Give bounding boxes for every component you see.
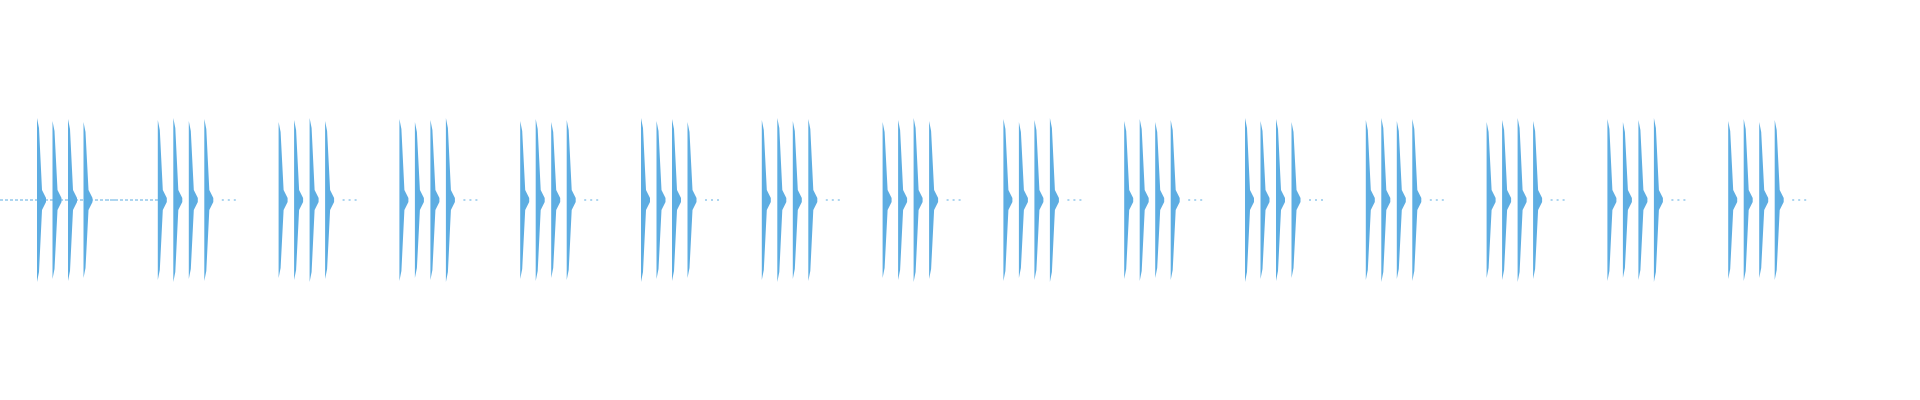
burst-pulse: [278, 122, 288, 278]
burst-pulse: [1003, 119, 1013, 281]
burst-group: [641, 118, 721, 282]
burst-pulse: [1638, 120, 1648, 280]
burst-group: [1365, 118, 1446, 282]
burst-pulse: [1365, 120, 1375, 280]
burst-pulse: [1245, 118, 1254, 282]
burst-pulse: [157, 120, 167, 280]
burst-pulse: [672, 119, 681, 281]
burst-pulse: [535, 119, 545, 281]
burst-pulse: [430, 120, 440, 280]
burst-pulse: [656, 121, 666, 279]
burst-pulse: [566, 120, 576, 280]
burst-pulse: [1018, 122, 1028, 278]
burst-pulse: [414, 122, 424, 278]
burst-pulse: [1607, 119, 1617, 281]
burst-pulse: [445, 118, 455, 282]
waveform-bursts: [37, 118, 1809, 282]
burst-pulse: [641, 118, 650, 282]
burst-pulse: [1774, 120, 1784, 280]
burst-pulse: [188, 121, 198, 279]
burst-pulse: [83, 122, 93, 278]
burst-group: [399, 118, 480, 282]
burst-pulse: [1034, 120, 1044, 280]
burst-pulse: [551, 122, 561, 278]
burst-pulse: [1396, 121, 1406, 279]
burst-pulse: [325, 121, 335, 279]
burst-pulse: [1622, 122, 1632, 278]
burst-pulse: [761, 120, 771, 280]
burst-pulse: [1502, 120, 1512, 280]
burst-group: [1486, 118, 1567, 282]
burst-pulse: [1049, 118, 1059, 282]
burst-pulse: [882, 122, 892, 278]
burst-pulse: [1276, 119, 1285, 281]
burst-pulse: [1486, 122, 1496, 278]
burst-pulse: [309, 118, 319, 282]
burst-group: [157, 118, 238, 282]
burst-pulse: [204, 119, 214, 281]
burst-pulse: [68, 119, 77, 281]
burst-pulse: [37, 118, 46, 282]
burst-pulse: [1170, 120, 1180, 280]
burst-pulse: [294, 120, 304, 280]
burst-pulse: [1517, 118, 1527, 282]
burst-group: [278, 118, 359, 282]
burst-pulse: [1260, 121, 1270, 279]
burst-pulse: [929, 121, 939, 279]
burst-pulse: [687, 122, 697, 278]
burst-group: [37, 118, 117, 282]
burst-pulse: [520, 121, 530, 279]
burst-pulse: [1533, 121, 1543, 279]
burst-group: [1245, 118, 1325, 282]
burst-group: [1124, 119, 1205, 281]
burst-pulse: [1728, 121, 1738, 279]
burst-group: [1607, 118, 1688, 282]
burst-pulse: [399, 119, 409, 281]
burst-group: [761, 118, 842, 282]
burst-pulse: [1139, 119, 1149, 281]
burst-pulse: [808, 119, 818, 281]
burst-pulse: [1155, 122, 1165, 278]
burst-pulse: [173, 118, 183, 282]
burst-pulse: [777, 118, 787, 282]
burst-group: [520, 119, 601, 281]
burst-pulse: [1381, 118, 1391, 282]
burst-pulse: [1412, 119, 1422, 281]
burst-pulse: [1653, 118, 1663, 282]
burst-pulse: [1759, 122, 1769, 278]
burst-group: [882, 118, 963, 282]
burst-group: [1003, 118, 1084, 282]
burst-pulse: [898, 120, 908, 280]
burst-pulse: [1743, 119, 1753, 281]
burst-pulse: [52, 121, 62, 279]
burst-pulse: [792, 121, 802, 279]
burst-pulse: [1291, 122, 1301, 278]
burst-pulse: [913, 118, 923, 282]
burst-group: [1728, 119, 1809, 281]
burst-pulse: [1124, 121, 1134, 279]
